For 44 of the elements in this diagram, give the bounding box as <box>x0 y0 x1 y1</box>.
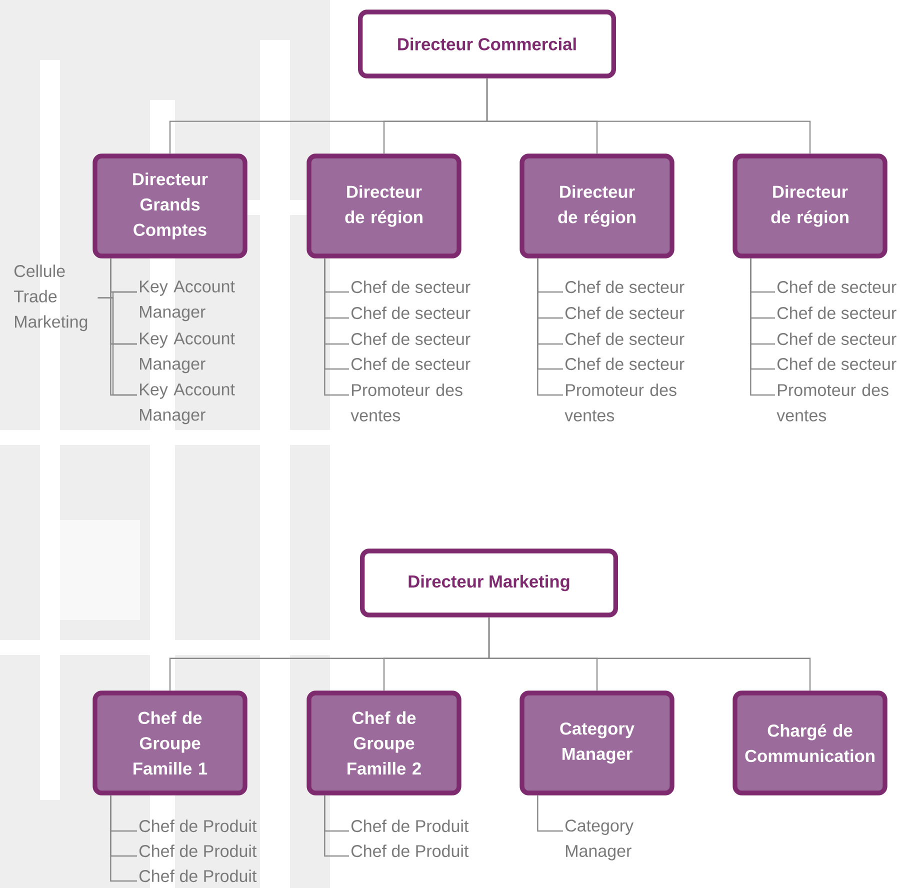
connector-line <box>486 78 811 154</box>
connector-line <box>110 795 137 882</box>
role-label: Promoteur des ventes <box>776 384 888 422</box>
heading-box: Directeur Commercial <box>358 10 616 78</box>
role-box: Chef de Groupe Famille 1 <box>92 690 248 796</box>
role-label: Chef de secteur <box>777 280 896 294</box>
role-label: Chef de secteur <box>777 358 896 370</box>
role-label: Chef de Produit <box>139 820 257 832</box>
role-box: Directeur de région <box>306 154 462 258</box>
role-label: Key Account Manager <box>140 384 235 424</box>
group-label: Cellule Trade Marketing <box>14 264 88 332</box>
role-box: Directeur de région <box>520 154 674 258</box>
connector-line <box>324 795 349 857</box>
role-label: Chef de Produit <box>351 820 469 832</box>
role-label: Chef de Produit <box>139 844 257 858</box>
connector-line <box>537 258 564 396</box>
role-box: Chargé de Communication <box>732 690 888 796</box>
role-label: Promoteur des ventes <box>350 384 462 422</box>
role-label: Chef de Produit <box>139 870 257 882</box>
role-label: Chef de secteur <box>351 332 470 346</box>
role-label: Chef de secteur <box>777 306 896 320</box>
role-label: Chef de secteur <box>777 332 896 346</box>
role-label: Chef de secteur <box>565 358 684 370</box>
connector-line <box>98 297 137 396</box>
role-label: Promoteur des ventes <box>564 384 676 422</box>
role-label: Chef de Produit <box>351 844 469 858</box>
connector-line <box>488 617 811 691</box>
role-box: Chef de Groupe Famille 2 <box>306 690 462 796</box>
role-label: Chef de secteur <box>351 358 470 370</box>
role-label: Chef de secteur <box>565 332 684 346</box>
role-label: Chef de secteur <box>565 280 684 294</box>
role-label: Key Account Manager <box>140 332 235 374</box>
role-label: Chef de secteur <box>351 306 470 320</box>
role-label: Chef de secteur <box>565 306 684 320</box>
role-box: Directeur Grands Comptes <box>92 154 248 258</box>
role-label: Key Account Manager <box>140 280 235 322</box>
connector-line <box>537 795 564 832</box>
role-label: Chef de secteur <box>351 280 470 294</box>
connector-line <box>324 258 349 396</box>
role-label: Category Manager <box>565 820 634 860</box>
role-box: Directeur de région <box>732 154 888 258</box>
heading-box: Directeur Marketing <box>360 548 618 618</box>
connector-line <box>750 258 776 396</box>
role-box: Category Manager <box>520 690 674 796</box>
